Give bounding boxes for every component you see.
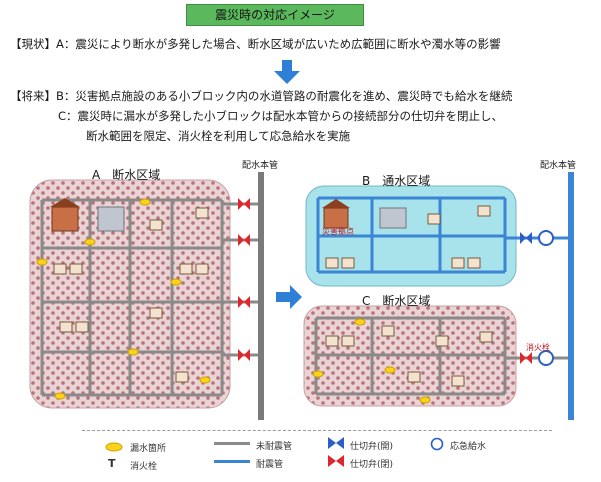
emergency-legend-icon	[430, 437, 444, 451]
area-c-pipes	[314, 316, 572, 396]
main-pipe-left-label: 配水本管	[242, 161, 279, 171]
legend-valve-closed: 仕切弁(閉)	[350, 460, 394, 470]
legend-leak: 漏水箇所	[130, 444, 167, 454]
area-b-buildings	[322, 199, 491, 269]
area-c-buildings	[325, 325, 493, 387]
valve-c-closed	[520, 352, 532, 364]
valve-b-open	[520, 232, 532, 244]
main-pipe-left	[258, 172, 264, 420]
area-a-leak-icons	[36, 198, 211, 400]
hydrant-b-icon	[538, 230, 554, 246]
area-b-label: B 通水区域	[362, 174, 431, 188]
area-c-label: C 断水区域	[362, 294, 431, 308]
future-b-text: B：災害拠点施設のある小ブロック内の水道管路の耐震化を進め、震災時でも給水を継続	[56, 89, 513, 103]
future-c1: C：震災時に漏水が多発した小ブロックは配水本管からの接続部分の仕切弁を閉止し、	[58, 109, 504, 123]
current-tag: 【現状】	[10, 37, 56, 51]
legend-pipe-old: 未耐震管	[256, 442, 293, 452]
legend-hydrant: 消火栓	[130, 462, 158, 472]
hydrant-legend-icon: T	[108, 457, 116, 470]
area-b-pipes	[316, 196, 572, 274]
hospital-label: 災害拠点	[322, 227, 354, 236]
hydrant-c-icon	[538, 350, 554, 366]
main-pipe-right-label: 配水本管	[540, 161, 577, 171]
area-a-buildings	[50, 198, 209, 383]
current-text: A：震災により断水が多発した場合、断水区域が広いため広範囲に断水や濁水等の影響	[56, 37, 501, 51]
legend-valve-open: 仕切弁(開)	[350, 442, 394, 452]
area-c-leak-icons	[312, 318, 431, 404]
hydrant-c-tag: 消火栓	[526, 343, 550, 352]
valves-left	[238, 198, 250, 361]
future-c2: 断水範囲を限定、消火栓を利用して応急給水を実施	[86, 129, 351, 143]
future-b: 【将来】B：災害拠点施設のある小ブロック内の水道管路の耐震化を進め、震災時でも給…	[10, 88, 512, 104]
valve-closed-legend-icon	[328, 455, 344, 467]
current-situation: 【現状】A：震災により断水が多発した場合、断水区域が広いため広範囲に断水や濁水等…	[10, 36, 501, 52]
area-a-label: A 断水区域	[92, 168, 161, 182]
legend: 漏水箇所 T 消火栓 未耐震管 耐震管 仕切弁(開) 仕切弁(閉) 応急給水	[82, 430, 552, 473]
pipe-new-legend-icon	[214, 460, 250, 463]
legend-pipe-new: 耐震管	[256, 460, 284, 470]
down-arrow-icon	[274, 60, 300, 84]
page-title: 震災時の対応イメージ	[186, 4, 364, 26]
future-tag: 【将来】	[10, 89, 56, 103]
legend-emergency: 応急給水	[450, 442, 487, 452]
right-arrow-icon	[276, 285, 302, 309]
valve-open-legend-icon	[328, 437, 344, 449]
pipe-old-legend-icon	[214, 442, 250, 445]
main-pipe-right	[568, 172, 574, 420]
leak-legend-icon	[105, 442, 123, 452]
